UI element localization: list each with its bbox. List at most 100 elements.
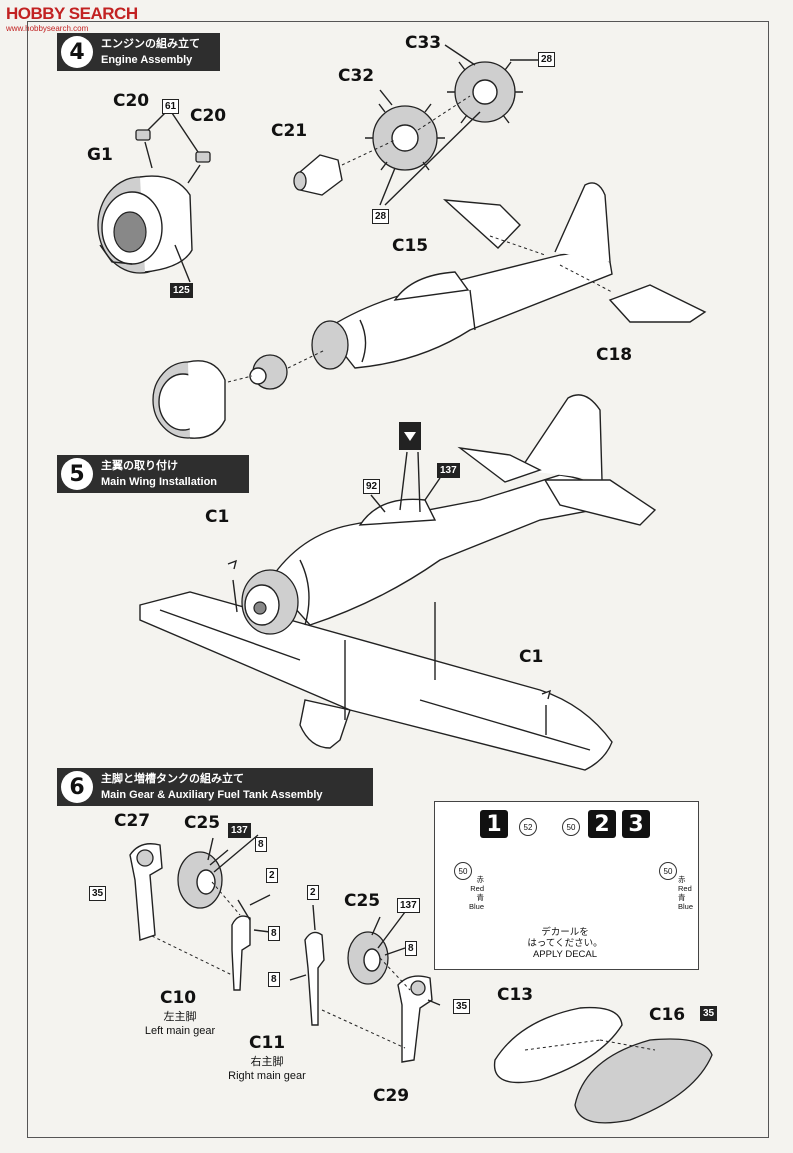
tag-28-bottom: 28: [372, 209, 390, 224]
engine-front-row-drawing: [365, 104, 445, 170]
guide-lines-engine: [228, 350, 325, 382]
right-red-jp: 赤: [678, 875, 686, 884]
tag-8-b: 8: [268, 926, 280, 941]
right-door-c29-drawing: [398, 976, 432, 1062]
fuel-tank-c16-drawing: [575, 1039, 712, 1123]
part-label-g1: G1: [87, 145, 113, 165]
spinner-c21-drawing: [294, 155, 342, 195]
part-label-c20-right: C20: [190, 106, 227, 126]
engine-rear-row-drawing: [447, 62, 523, 123]
arrows-step5: [233, 452, 546, 735]
step-6-title-en: Main Gear & Auxiliary Fuel Tank Assembly: [101, 789, 323, 801]
part-c1-left-drawing: [228, 561, 236, 569]
part-label-c18: C18: [596, 345, 633, 365]
decal-number-50-right: 50: [659, 862, 677, 880]
left-gear-caption: 左主脚 Left main gear: [140, 1010, 220, 1038]
left-gear-jp: 左主脚: [163, 1011, 197, 1023]
step-4-title-jp: エンジンの組み立て: [101, 38, 200, 50]
right-blue-jp: 青: [678, 893, 686, 902]
part-c20-drawing: [136, 113, 210, 183]
step-6-title-jp: 主脚と増槽タンクの組み立て: [101, 773, 244, 785]
left-wheel-c25-drawing: [178, 852, 222, 908]
watermark-brand: HOBBY SEARCH: [6, 4, 138, 23]
guide-line-c32: [418, 96, 470, 130]
step-5-title-en: Main Wing Installation: [101, 476, 218, 488]
step-5-title-jp: 主翼の取り付け: [101, 460, 178, 472]
decal-right-colors: 赤 Red 青 Blue: [678, 875, 718, 911]
tag-137-step6: 137: [228, 823, 251, 838]
cowling-g1-drawing: [98, 176, 192, 273]
right-red-en: Red: [678, 884, 692, 893]
right-wheel-c25-drawing: [348, 932, 388, 984]
left-red-jp: 赤: [476, 875, 485, 884]
tag-125: 125: [170, 283, 193, 298]
guide-lines-stabilizers: [490, 236, 612, 292]
part-label-c21: C21: [271, 121, 308, 141]
decal-number-50-top: 50: [562, 818, 580, 836]
decal-badge-1: 1: [480, 810, 508, 838]
page-frame: [27, 21, 769, 1138]
tag-2-a: 2: [266, 868, 278, 883]
part-label-c20-left: C20: [113, 91, 150, 111]
part-label-c15: C15: [392, 236, 429, 256]
tag-35-tank: 35: [700, 1006, 718, 1021]
leaders-step4: [380, 45, 540, 205]
decal-badge-2: 2: [588, 810, 616, 838]
tag-137-step5: 137: [437, 463, 460, 478]
stabilizer-c15-drawing: [445, 200, 520, 248]
leaders-step5: [371, 478, 440, 512]
step-4-header: 4 エンジンの組み立て Engine Assembly: [57, 33, 220, 71]
tag-8-a: 8: [255, 837, 267, 852]
part-label-c25-right: C25: [344, 891, 381, 911]
tag-35-left: 35: [89, 886, 107, 901]
left-gear-en: Left main gear: [144, 1025, 216, 1037]
part-label-c10: C10: [160, 988, 197, 1008]
part-label-c27: C27: [114, 811, 151, 831]
guide-lines-right-gear: [322, 958, 410, 1048]
part-label-c16: C16: [649, 1005, 686, 1025]
step-4-number: 4: [61, 36, 93, 68]
watermark-url: www.hobbysearch.com: [6, 24, 89, 33]
tag-61: 61: [162, 99, 180, 114]
step-4-title-en: Engine Assembly: [101, 54, 193, 66]
right-gear-jp: 右主脚: [250, 1056, 284, 1068]
tag-137-right-wheel: 137: [397, 898, 420, 913]
decal-instruction: デカールを はってください。 APPLY DECAL: [520, 927, 610, 960]
leader-125: [175, 245, 190, 282]
part-label-c32: C32: [338, 66, 375, 86]
part-label-c11: C11: [249, 1033, 286, 1053]
right-strut-c11-drawing: [305, 932, 324, 1025]
part-label-c33: C33: [405, 33, 442, 53]
engine-exploded-step4-drawing: [153, 355, 287, 438]
tag-8-d: 8: [268, 972, 280, 987]
decal-number-50-left: 50: [454, 862, 472, 880]
step-5-header: 5 主翼の取り付け Main Wing Installation: [57, 455, 249, 493]
tag-8-c: 8: [405, 941, 417, 956]
decal-number-52: 52: [519, 818, 537, 836]
tag-28-top: 28: [538, 52, 556, 67]
step-6-number: 6: [61, 771, 93, 803]
left-red-en: Red: [470, 884, 484, 893]
part-label-c13: C13: [497, 985, 534, 1005]
watermark-logo: HOBBY SEARCH www.hobbysearch.com: [6, 4, 138, 33]
guide-lines-fuel-tank: [525, 1040, 655, 1050]
stabilizer-c18-drawing: [610, 285, 705, 322]
part-label-c29: C29: [373, 1086, 410, 1106]
fuselage-step4-drawing: [312, 183, 612, 369]
guide-line-c21: [342, 140, 395, 165]
decal-instruction-jp-1: デカールを: [541, 927, 589, 938]
decal-left-colors: 赤 Red 青 Blue: [444, 875, 484, 911]
left-blue-en: Blue: [468, 902, 484, 911]
left-blue-jp: 青: [476, 893, 485, 902]
tag-2-b: 2: [307, 885, 319, 900]
right-gear-en: Right main gear: [228, 1070, 306, 1082]
left-strut-c10-drawing: [232, 900, 250, 990]
decal-instruction-jp-2: はってください。: [527, 938, 603, 949]
right-blue-en: Blue: [678, 902, 694, 911]
part-c1-right-drawing: [542, 691, 550, 699]
right-gear-caption: 右主脚 Right main gear: [221, 1055, 313, 1083]
aircraft-step5-drawing: [140, 395, 655, 770]
decal-instruction-en: APPLY DECAL: [532, 949, 598, 960]
marker-arrow-icon: [404, 432, 416, 441]
